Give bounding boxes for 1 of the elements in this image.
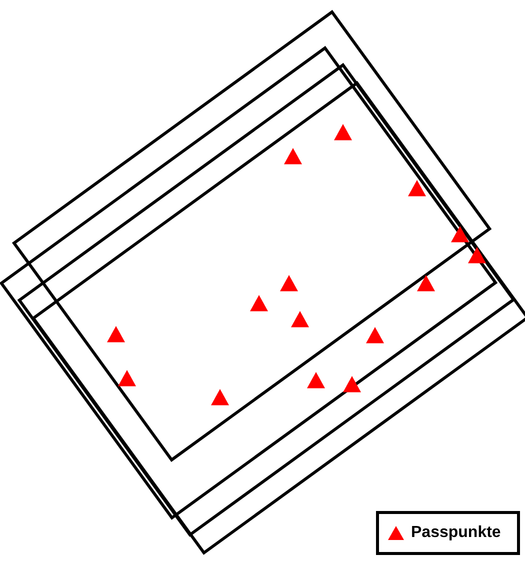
legend-label: Passpunkte (411, 524, 501, 542)
